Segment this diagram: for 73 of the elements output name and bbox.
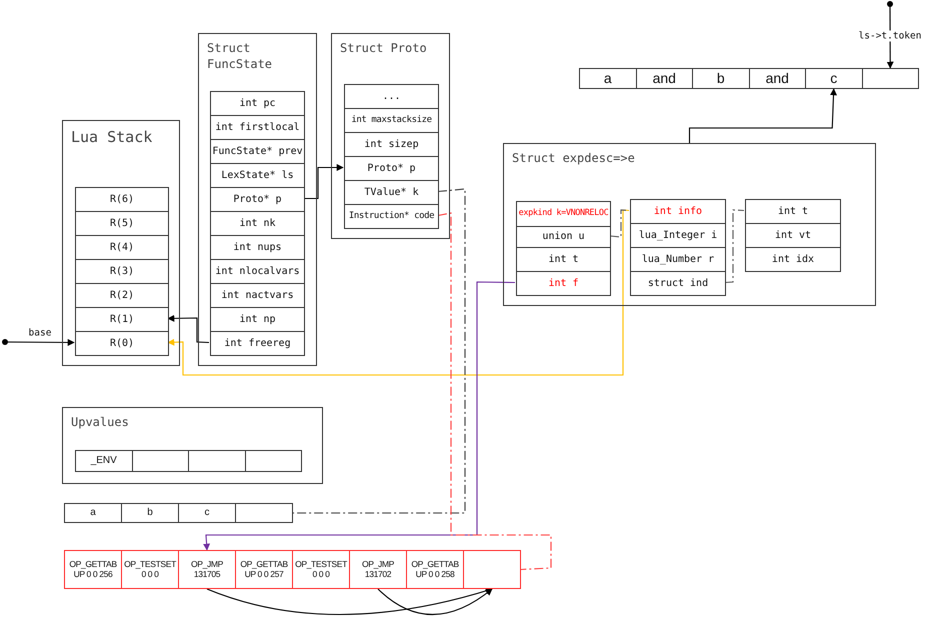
field-cell: struct ind [630,271,726,296]
field-cell: TValue* k [344,180,439,205]
field-cell: R(5) [75,211,169,236]
field-cell: int idx [745,247,841,272]
arrow [378,588,493,615]
panel-title: Struct Proto [340,40,428,56]
field-cell: Proto* p [210,187,305,212]
instruction-cell: OP_GETTAB UP 0 0 257 [235,550,293,589]
arrow [688,88,837,143]
connector-line [724,209,744,284]
field-cell: Instruction* code [344,204,439,229]
field-cell: FuncState* prev [210,139,305,164]
field-cell: and [748,68,806,89]
field-cell: int sizep [344,132,439,157]
field-cell: int np [210,307,305,332]
field-cell: lua_Number r [630,247,726,272]
field-cell: LexState* ls [210,163,305,188]
field-cell: b [121,503,179,523]
field-cell: b [692,68,750,89]
field-cell: ... [344,84,439,109]
field-cell: int t [745,199,841,224]
struct-panel [62,120,180,366]
connector-line [438,212,552,570]
field-cell: R(2) [75,283,169,308]
instruction-cell: OP_JMP 131702 [349,550,407,589]
field-cell: int freereg [210,331,305,356]
field-cell: R(6) [75,187,169,212]
field-cell: int nk [210,211,305,236]
field-cell: expkind k=VNONRELOC [516,201,611,227]
field-cell: R(3) [75,259,169,284]
panel-title: Struct expdesc=>e [512,150,636,166]
panel-title: Struct FuncState [207,40,274,72]
panel-title: Lua Stack [71,127,154,148]
field-cell: lua_Integer i [630,223,726,248]
instruction-cell: OP_GETTAB UP 0 0 258 [406,550,464,589]
field-cell: int pc [210,91,305,116]
instruction-cell: OP_JMP 131705 [178,550,236,589]
field-cell: int maxstacksize [344,108,439,133]
field-cell: R(1) [75,307,169,332]
field-cell: int firstlocal [210,115,305,140]
field-cell: int nlocalvars [210,259,305,284]
instruction-cell: OP_TESTSET 0 0 0 [292,550,350,589]
field-cell: int nactvars [210,283,305,308]
arrow [167,314,210,344]
field-cell: R(4) [75,235,169,260]
field-cell: c [805,68,862,89]
arrow [203,281,515,551]
arrow [2,338,75,346]
field-cell: int f [516,271,611,296]
field-cell: int vt [745,223,841,248]
field-cell: c [178,503,236,523]
struct-panel [62,407,323,484]
field-cell: R(0) [75,331,169,356]
field-cell: Proto* p [344,156,439,181]
instruction-cell: OP_TESTSET 0 0 0 [121,550,179,589]
field-cell: a [579,68,636,89]
connector-line [293,188,466,514]
field-cell: int info [630,199,726,224]
struct-panel [198,33,317,366]
edge-label: ls->t.token [858,30,922,42]
field-cell: a [64,503,122,523]
instruction-cell: OP_GETTAB UP 0 0 256 [64,550,122,589]
edge-label: base [28,328,52,338]
field-cell: _ENV [75,450,132,472]
field-cell: and [636,68,693,89]
field-cell: int t [516,247,611,272]
struct-panel [331,33,450,239]
field-cell: int nups [210,235,305,260]
arrow [304,164,344,200]
arrow [167,209,630,376]
struct-panel [503,143,876,306]
panel-title: Upvalues [71,414,130,430]
field-cell: union u [516,226,611,248]
